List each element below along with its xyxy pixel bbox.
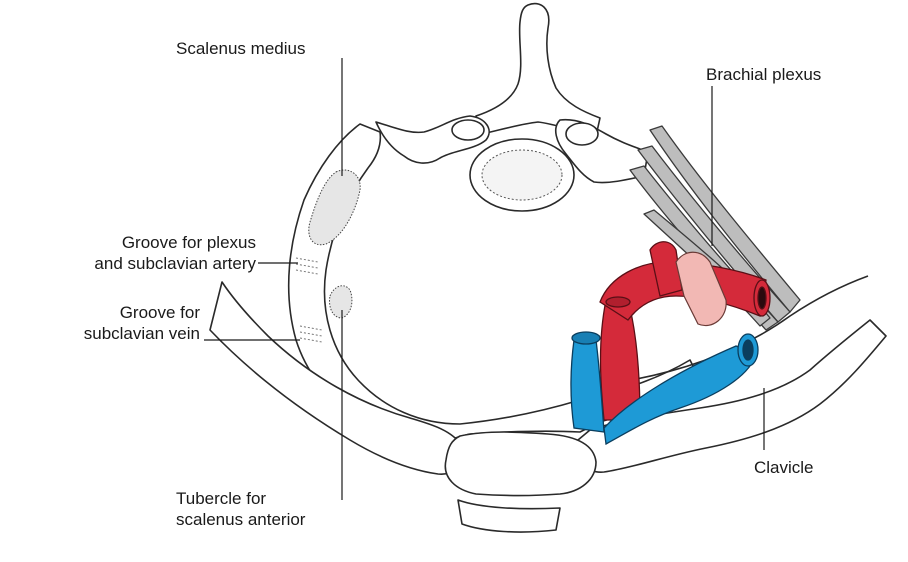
vertebral-body-spongy: [481, 149, 563, 201]
manubrium: [444, 431, 597, 497]
subclavian-vein: [570, 331, 759, 446]
clavicle-bone: [575, 319, 887, 473]
label-tubercle: Tubercle for scalenus anterior: [176, 488, 305, 530]
label-clavicle: Clavicle: [754, 458, 814, 477]
label-groove-vein: Groove for subclavian vein: [30, 302, 200, 344]
plexus-root: [675, 251, 727, 327]
spinous-process: [475, 2, 601, 137]
label-brachial-plexus: Brachial plexus: [706, 65, 822, 84]
label-groove-vein-line2: subclavian vein: [83, 324, 200, 343]
label-tubercle-line1: Tubercle for: [176, 489, 267, 508]
subclavian-artery: [599, 241, 771, 421]
label-groove-plexus-line2: and subclavian artery: [94, 254, 256, 273]
clavicle-upper-contour: [619, 275, 869, 383]
scalenus-medius-attachment: [308, 169, 361, 246]
leader-lines: [204, 58, 765, 500]
label-groove-plexus-line1: Groove for plexus: [121, 233, 256, 252]
label-tubercle-line2: scalenus anterior: [176, 510, 306, 529]
label-scalenus-medius: Scalenus medius: [176, 39, 306, 58]
right-facet: [565, 122, 599, 146]
scalene-tubercle: [329, 285, 353, 319]
lower-vertebral-edge: [457, 499, 561, 533]
left-facet: [451, 119, 485, 141]
label-groove-plexus: Groove for plexus and subclavian artery: [30, 232, 256, 274]
label-groove-vein-line1: Groove for: [119, 303, 200, 322]
